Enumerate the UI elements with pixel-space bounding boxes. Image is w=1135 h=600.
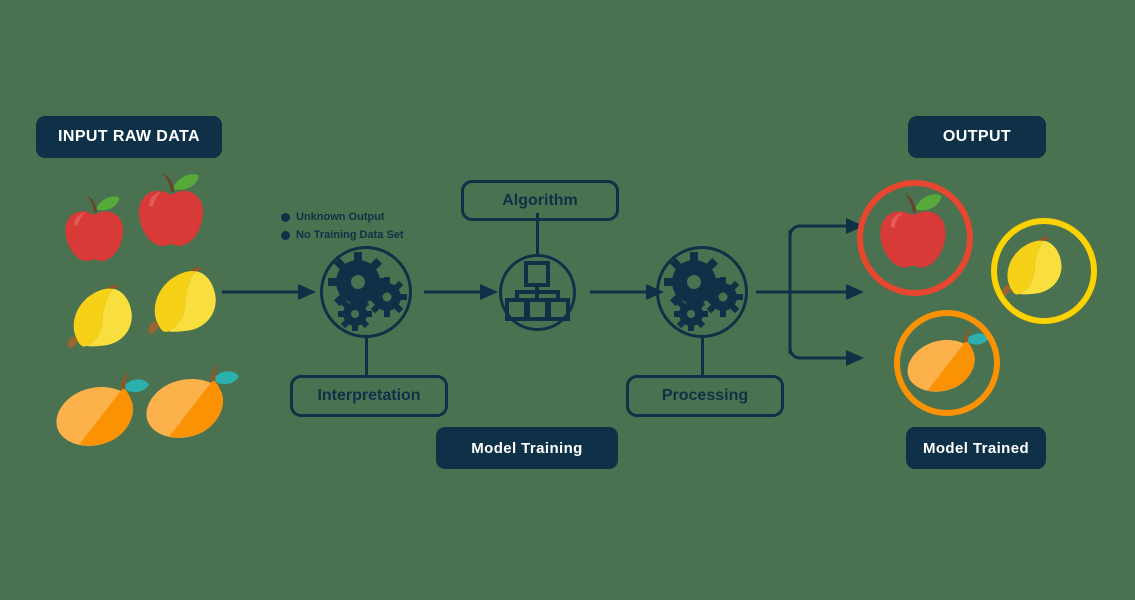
branch-bottom bbox=[788, 347, 846, 360]
input-item-apple bbox=[65, 196, 123, 261]
legend-item: Unknown Output bbox=[281, 208, 404, 226]
stage-circle-processing bbox=[656, 246, 748, 338]
arrowhead-2 bbox=[480, 284, 498, 300]
stage-label-algorithm: Algorithm bbox=[461, 180, 619, 221]
output-ring-banana bbox=[991, 218, 1097, 324]
stage-label-interpretation: Interpretation bbox=[290, 375, 448, 417]
legend-item-label: No Training Data Set bbox=[296, 229, 404, 241]
legend-item: No Training Data Set bbox=[281, 226, 404, 244]
legend-item-label: Unknown Output bbox=[296, 211, 385, 223]
branch-top bbox=[788, 224, 846, 237]
stage-circle-interpretation bbox=[320, 246, 412, 338]
input-item-apple bbox=[139, 174, 203, 246]
badge-model-training: Model Training bbox=[436, 427, 618, 469]
output-ring-apple bbox=[857, 180, 973, 296]
stage-circle-algorithm bbox=[499, 254, 576, 331]
badge-input-raw-data: INPUT RAW DATA bbox=[36, 116, 222, 158]
input-item-banana bbox=[140, 264, 220, 337]
arrowhead-mid bbox=[846, 284, 864, 300]
input-item-mango bbox=[146, 363, 239, 438]
stem-processing bbox=[701, 337, 704, 377]
output-ring-mango bbox=[894, 310, 1000, 416]
legend: Unknown Output No Training Data Set bbox=[281, 208, 404, 244]
bullet-dot-icon bbox=[281, 230, 290, 240]
arrowhead-bottom bbox=[846, 350, 864, 366]
input-item-banana bbox=[60, 282, 136, 351]
stem-interpretation bbox=[365, 337, 368, 377]
arrowhead-1 bbox=[298, 284, 316, 300]
badge-output: OUTPUT bbox=[908, 116, 1046, 158]
stem-algorithm bbox=[536, 213, 539, 255]
badge-model-trained: Model Trained bbox=[906, 427, 1046, 469]
bullet-dot-icon bbox=[281, 212, 290, 222]
stage-label-processing: Processing bbox=[626, 375, 784, 417]
input-item-mango bbox=[56, 371, 149, 446]
